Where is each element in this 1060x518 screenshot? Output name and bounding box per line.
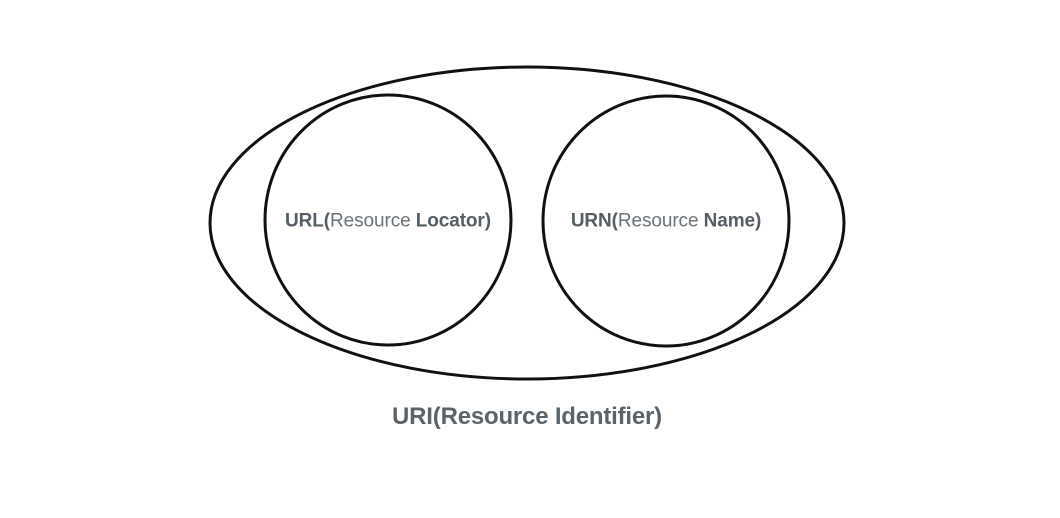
inner-circle-urn <box>541 94 791 348</box>
label-urn-acronym: URN( <box>570 210 618 232</box>
caption-uri: URI(Resource Identifier) <box>392 403 662 430</box>
inner-circle-url <box>263 93 513 347</box>
label-url: URL(Resource Locator) <box>285 212 491 231</box>
label-url-tail: Locator) <box>415 210 491 232</box>
label-url-acronym: URL( <box>285 210 331 232</box>
label-url-middle: Resource <box>330 210 416 232</box>
label-urn-tail: Name) <box>703 210 762 232</box>
label-urn: URN(Resource Name) <box>571 212 761 231</box>
outer-ellipse-uri <box>208 65 846 381</box>
label-urn-middle: Resource <box>617 210 704 232</box>
